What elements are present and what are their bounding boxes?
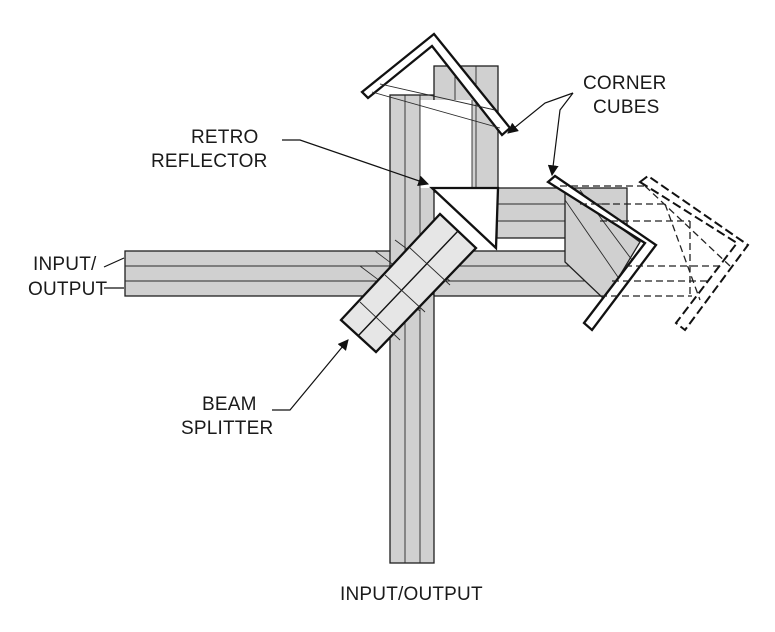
leader-corner-cubes-top (507, 92, 574, 134)
leader-lines (103, 92, 574, 411)
beam-splitter (339, 212, 478, 354)
retro-reflector-label-line2: REFLECTOR (151, 151, 268, 172)
corner-cubes-label-line2: CUBES (593, 97, 660, 118)
input-output-left-label-line1: INPUT/ (33, 254, 97, 275)
leader-input-output-left (103, 257, 125, 268)
top-corner-cube (360, 32, 512, 137)
horizontal-beam (124, 250, 606, 297)
leader-corner-cubes-right (547, 92, 574, 177)
corner-cubes-label-line1: CORNER (583, 73, 667, 94)
retro-reflector-label-line1: RETRO (191, 127, 259, 148)
input-output-bottom-label: INPUT/OUTPUT (340, 584, 483, 605)
retro-reflector (429, 186, 500, 251)
leader-retro-reflector (282, 139, 430, 186)
beam-splitter-label-line1: BEAM (202, 394, 257, 415)
displaced-corner-cube (560, 174, 750, 332)
input-output-left-label-line2: OUTPUT (28, 279, 108, 300)
beam-splitter-label-line2: SPLITTER (181, 418, 274, 439)
leader-beam-splitter (272, 339, 349, 411)
upper-arm-beam (419, 65, 499, 193)
